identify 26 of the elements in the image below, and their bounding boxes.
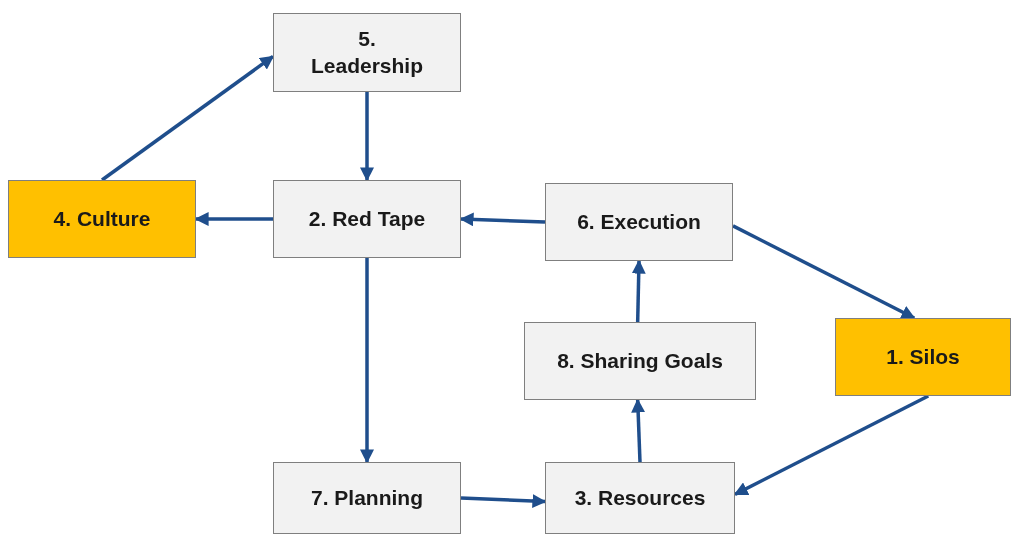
arrow [460,494,547,509]
arrow [631,398,646,463]
arrow [194,212,273,226]
arrow [100,55,275,182]
arrow [360,258,374,464]
box-label: 4. Culture [52,205,152,232]
process-box [8,180,196,258]
box-label: 5. Leadership [309,26,424,79]
box-label: 7. Planning [310,484,424,511]
process-box [273,13,461,92]
box-label: 6. Execution [576,208,702,235]
arrow [732,224,916,320]
box-label: 8. Sharing Goals [556,347,724,374]
process-box [545,462,735,534]
box-label: 2. Red Tape [307,205,427,232]
box-label: 1. Silos [885,343,961,370]
process-box [273,462,461,534]
process-box [524,322,756,400]
arrow [459,212,546,227]
box-label: 3. Resources [573,484,707,511]
process-box [835,318,1011,396]
process-box [545,183,733,261]
process-box [273,180,461,258]
arrow [733,394,930,496]
arrow [360,92,374,182]
arrow [631,259,646,323]
